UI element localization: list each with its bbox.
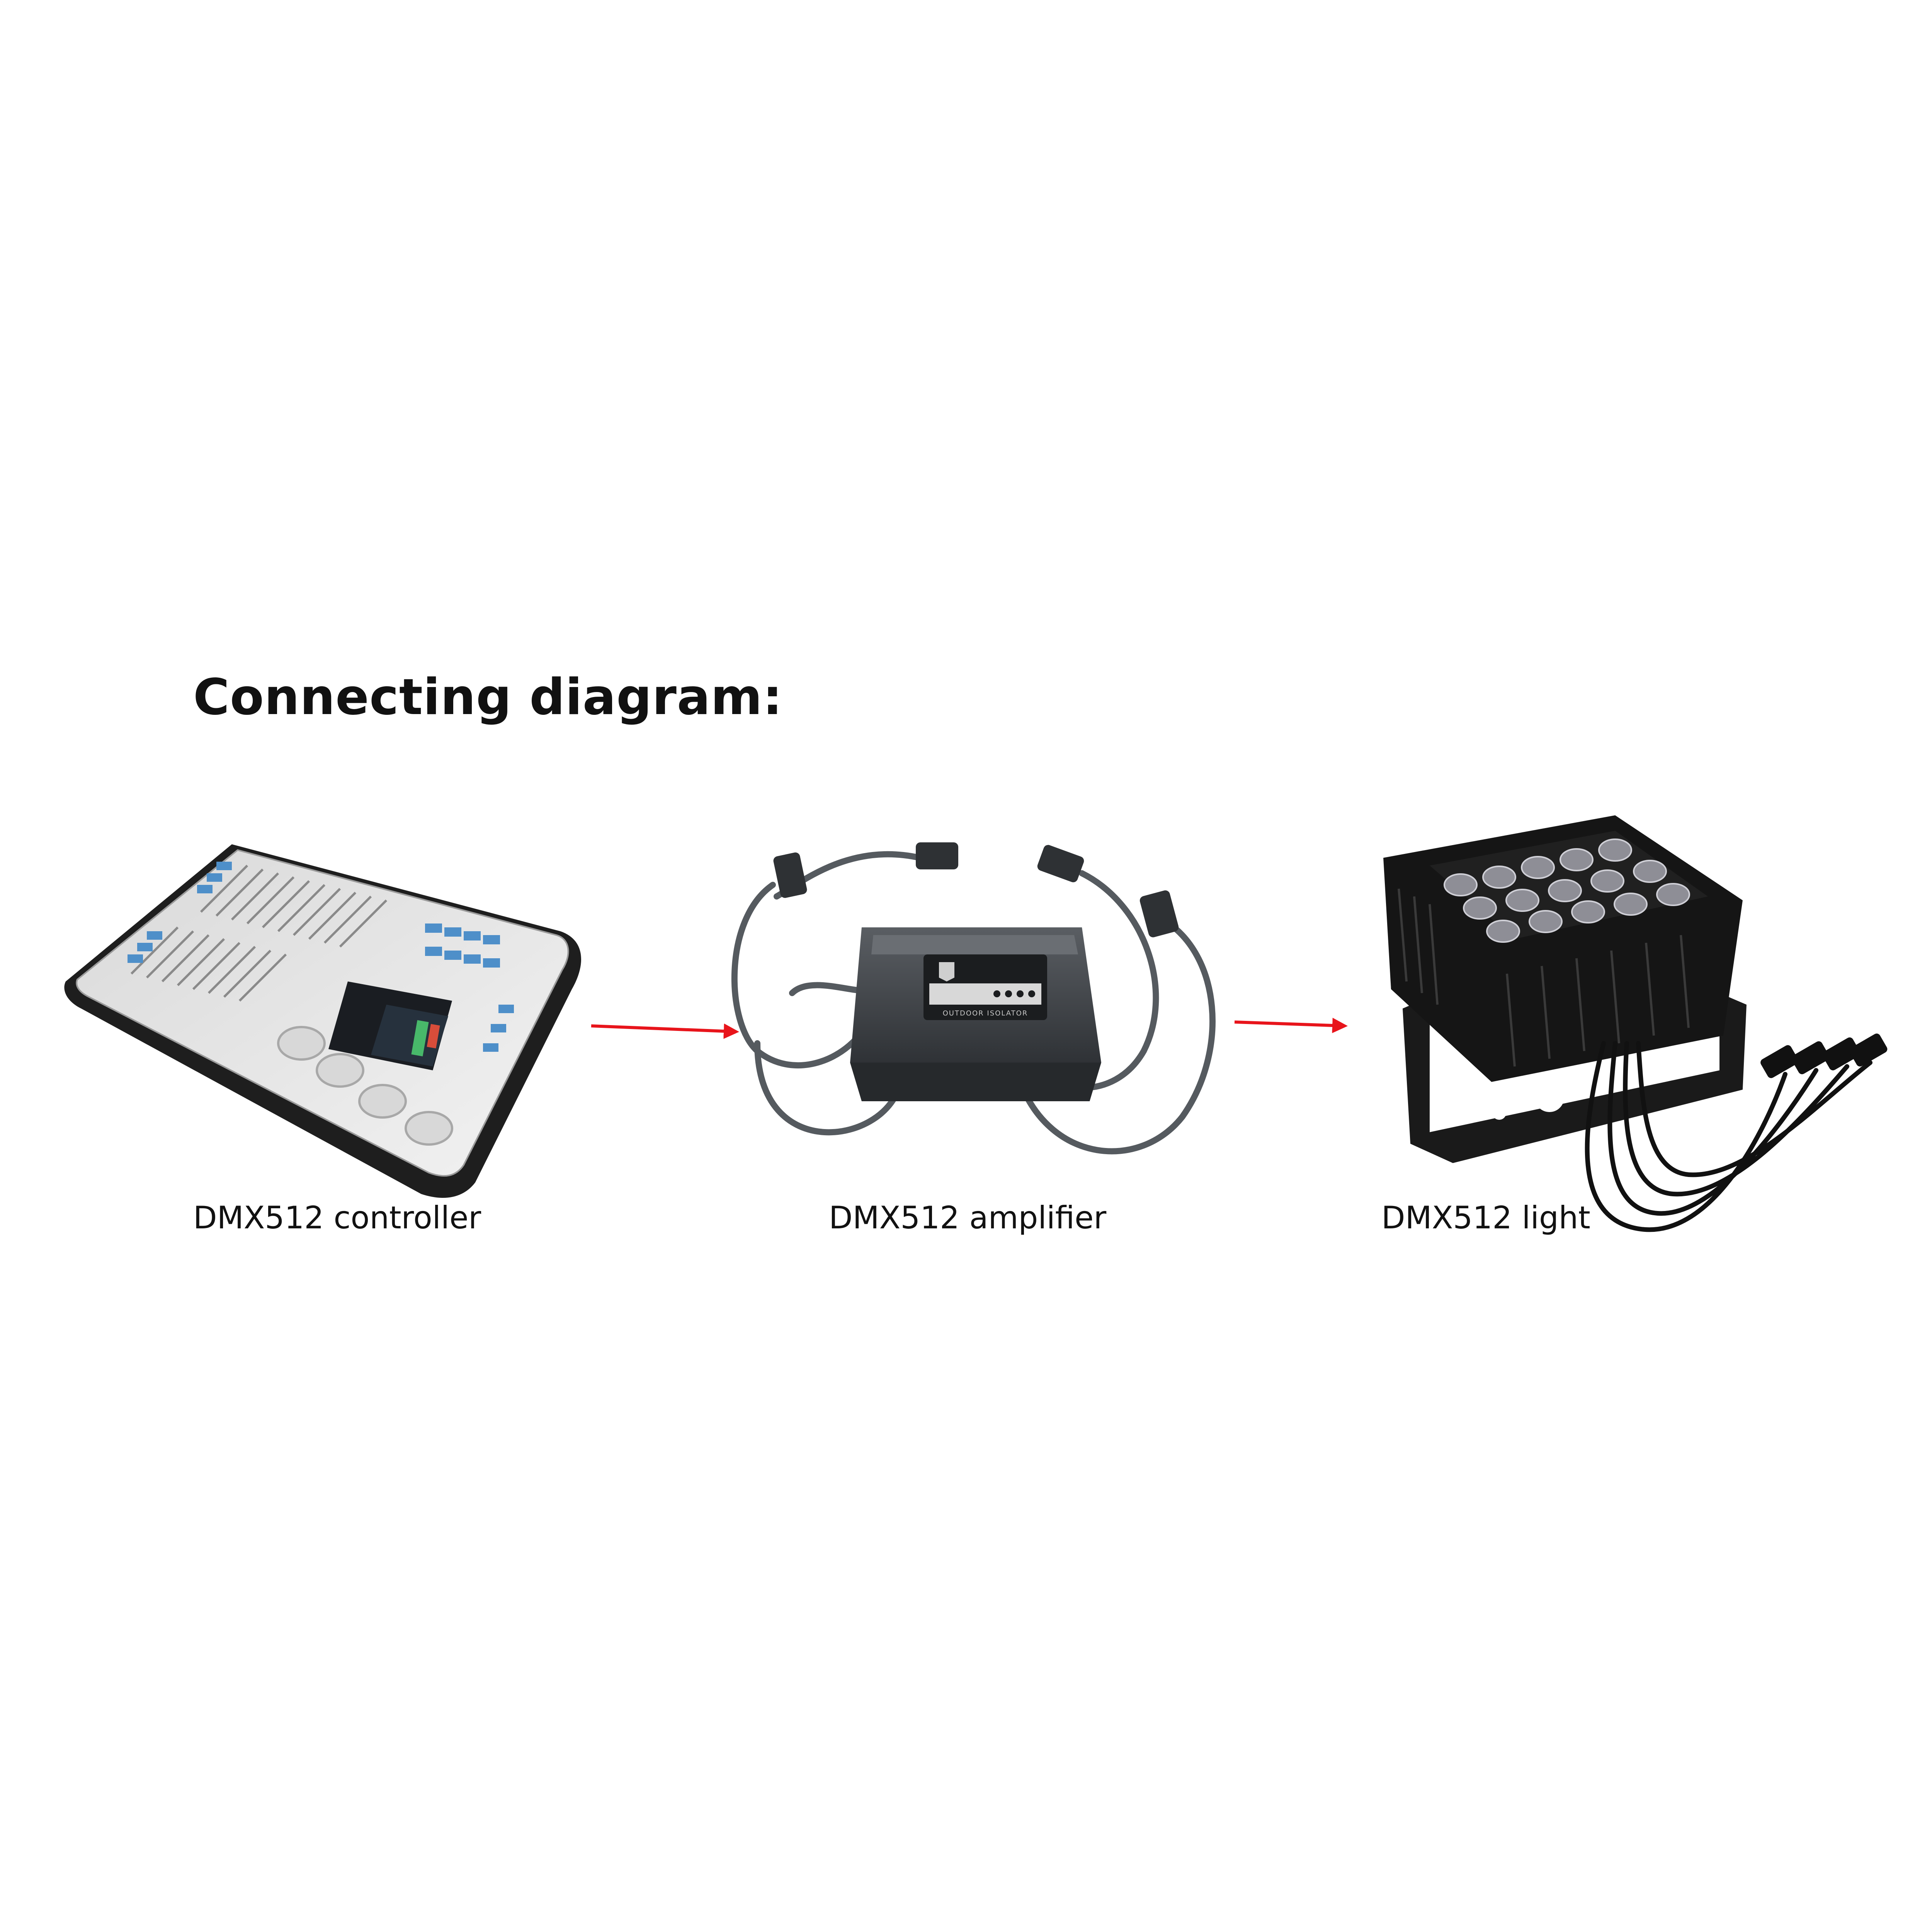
arrow-controller-to-amplifier	[591, 1023, 739, 1039]
lighting-console-icon	[64, 844, 582, 1198]
arrow-amplifier-to-light	[1234, 1017, 1348, 1033]
node-label-light: DMX512 light	[1381, 1200, 1590, 1236]
node-label-controller: DMX512 controller	[193, 1200, 481, 1236]
node-label-amplifier: DMX512 amplifier	[829, 1200, 1107, 1236]
diagram-title: Connecting diagram:	[193, 668, 783, 726]
signal-amplifier-box-icon: OUTDOOR ISOLATOR	[731, 842, 1216, 1155]
device-text: OUTDOOR ISOLATOR	[943, 1009, 1028, 1017]
led-flood-light-icon	[1383, 815, 1888, 1232]
